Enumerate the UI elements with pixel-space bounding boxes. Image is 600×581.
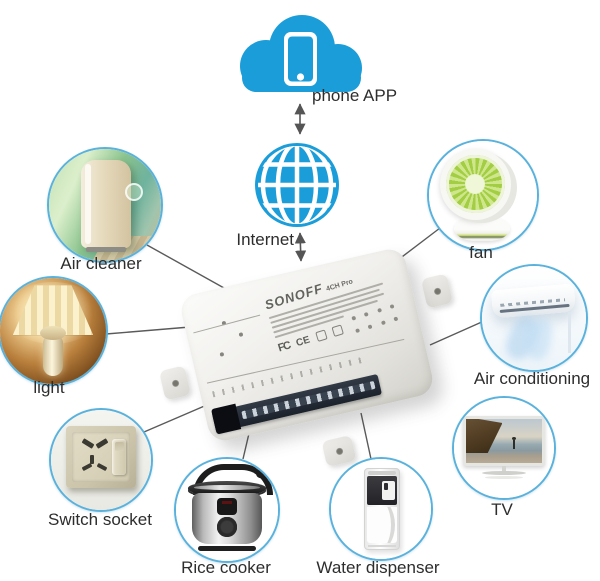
tv-stand-neck	[502, 466, 506, 472]
dispenser-nook	[382, 481, 395, 500]
connector-air-conditioning	[429, 320, 485, 346]
rice-cooker-label: Rice cooker	[181, 558, 271, 577]
fan-hub	[465, 174, 486, 195]
led-hole	[363, 311, 369, 317]
device-circle-rice-cooker	[174, 457, 280, 563]
dispenser-tower	[364, 468, 400, 550]
light-label: light	[33, 378, 65, 397]
ce-mark: CE	[294, 333, 312, 349]
dispenser-cap	[367, 470, 397, 475]
lamp-image	[0, 278, 106, 384]
air-cleaner-label: Air cleaner	[60, 254, 142, 273]
bubble-decor	[125, 182, 144, 201]
water-dispenser-label: Water dispenser	[316, 558, 440, 577]
dispenser-panel	[367, 476, 397, 505]
socket-slot	[81, 462, 93, 472]
water-dispenser-image	[331, 459, 431, 559]
switch-socket-image	[51, 410, 151, 510]
phone-app-label: phone APP	[312, 86, 398, 105]
socket-face	[71, 431, 131, 483]
hub-print-line	[193, 314, 261, 334]
lamp-base	[40, 326, 67, 376]
cooker-knob	[217, 517, 237, 537]
internet-globe-icon	[255, 143, 339, 227]
cooker-body	[192, 492, 262, 544]
dispenser-base	[368, 545, 396, 548]
ac-pipe	[568, 311, 572, 354]
device-circle-air-conditioning	[480, 264, 588, 372]
socket-slot	[90, 454, 95, 464]
fan-head	[439, 148, 512, 220]
device-circle-water-dispenser	[329, 457, 433, 561]
socket-plate	[66, 426, 136, 488]
rocker-switch	[112, 438, 127, 476]
air-purifier-shape	[81, 160, 131, 252]
led-hole	[367, 323, 373, 329]
cert-glyph	[314, 329, 328, 342]
device-circle-fan	[427, 139, 539, 251]
cert-glyph	[331, 324, 344, 337]
tv-screen	[466, 419, 542, 463]
device-circle-air-cleaner	[47, 147, 163, 263]
led-hole	[389, 303, 395, 309]
led-hole	[380, 319, 386, 325]
air-conditioning-label: Air conditioning	[473, 369, 591, 388]
hub-button-dot	[238, 332, 243, 338]
tv-image	[454, 398, 554, 498]
switch-socket-label: Switch socket	[48, 510, 152, 529]
air-cleaner-image	[49, 149, 161, 261]
ac-unit-shape	[491, 283, 577, 319]
internet-label: Internet	[236, 230, 294, 249]
socket-slot	[95, 437, 109, 449]
fcc-mark: FC	[276, 339, 292, 355]
dispenser-body-curve	[367, 507, 397, 543]
tv-stand-foot	[482, 471, 526, 479]
fan-base	[453, 215, 510, 242]
led-hole	[393, 315, 399, 321]
hub-body: SONOFF4CH Pro FC CE	[178, 246, 436, 444]
air-conditioner-image	[482, 266, 586, 370]
phone-icon	[284, 32, 317, 86]
led-hole	[376, 307, 382, 313]
hub-model-text: 4CH Pro	[325, 277, 354, 293]
hub-mount-ear	[420, 273, 454, 309]
fan-label: fan	[469, 243, 493, 262]
cooker-foot	[198, 545, 256, 551]
led-hole	[350, 315, 356, 321]
hub-terminal-block	[211, 373, 382, 433]
socket-slot	[81, 437, 94, 449]
rice-cooker-image	[176, 459, 278, 561]
cloud-icon	[240, 15, 362, 92]
cooker-panel	[217, 497, 237, 516]
device-circle-tv	[452, 396, 556, 500]
device-circle-light	[0, 276, 108, 386]
sonoff-hub-device: SONOFF4CH Pro FC CE	[158, 246, 454, 468]
tv-screen-person	[512, 437, 517, 450]
socket-slot	[97, 462, 108, 472]
tv-label: TV	[491, 500, 513, 519]
led-hole	[354, 327, 360, 333]
tv-frame	[463, 416, 545, 466]
tv-screen-cliff	[466, 419, 503, 454]
hub-button-dot	[219, 352, 224, 357]
hub-mount-ear	[158, 365, 192, 401]
cooker-lid	[188, 481, 266, 496]
device-circle-switch-socket	[49, 408, 153, 512]
fan-image	[429, 141, 537, 249]
